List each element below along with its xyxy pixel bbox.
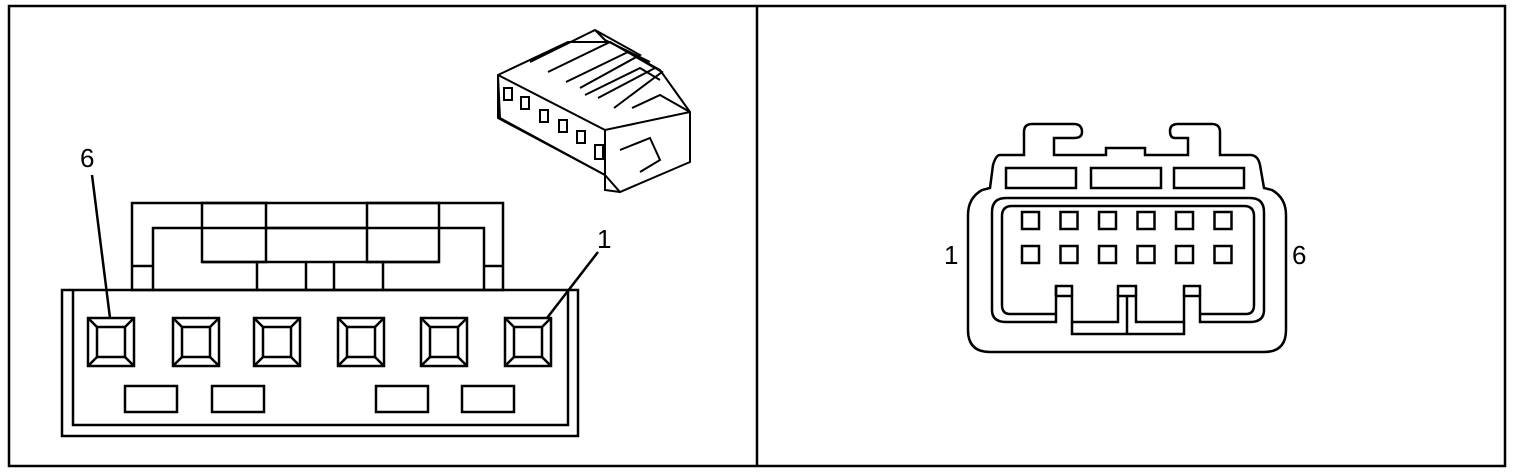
inner-cavity-wall [1000,204,1256,316]
right-cavity-grid [1020,210,1233,265]
right-cavity [1174,210,1195,231]
top-slot [1172,166,1246,190]
lower-slots [123,384,516,414]
lower-slot [123,384,179,414]
right-cavity [1020,210,1041,231]
lower-slot [374,384,430,414]
left-cavity [336,316,386,368]
pin6-leader-line [90,174,112,319]
lower-slot [460,384,516,414]
left-pin-label-1: 1 [597,224,611,254]
right-panel: 1 6 [944,122,1306,354]
left-pin-label-6: 6 [80,143,94,173]
left-cavity [86,316,136,368]
left-cavity [419,316,469,368]
key-tab [1116,284,1138,296]
right-cavity [1213,210,1233,231]
right-pin-label-1: 1 [944,240,958,270]
top-slot [1089,166,1163,190]
left-panel: 6 1 [60,28,691,438]
connector-isometric-thumbnail [496,28,691,194]
right-cavity [1097,244,1118,265]
right-cavity [1020,244,1041,265]
right-cavity [1059,210,1079,231]
connector-latch-housing [130,201,505,292]
pin1-leader-line [546,251,599,319]
left-cavity [503,316,553,368]
key-tab [1182,284,1202,296]
right-pin-label-6: 6 [1292,240,1306,270]
right-cavity [1213,244,1233,265]
lower-slot [210,384,266,414]
right-cavity [1097,210,1118,231]
connector-face-housing [966,122,1288,354]
left-cavity-row [86,316,553,368]
key-tab [1054,284,1074,296]
right-cavity [1136,210,1156,231]
left-cavity [252,316,302,368]
top-slot [1004,166,1078,190]
connector-body [60,288,580,438]
left-cavity [171,316,221,368]
right-cavity [1059,244,1079,265]
right-cavity [1136,244,1156,265]
right-cavity [1174,244,1195,265]
